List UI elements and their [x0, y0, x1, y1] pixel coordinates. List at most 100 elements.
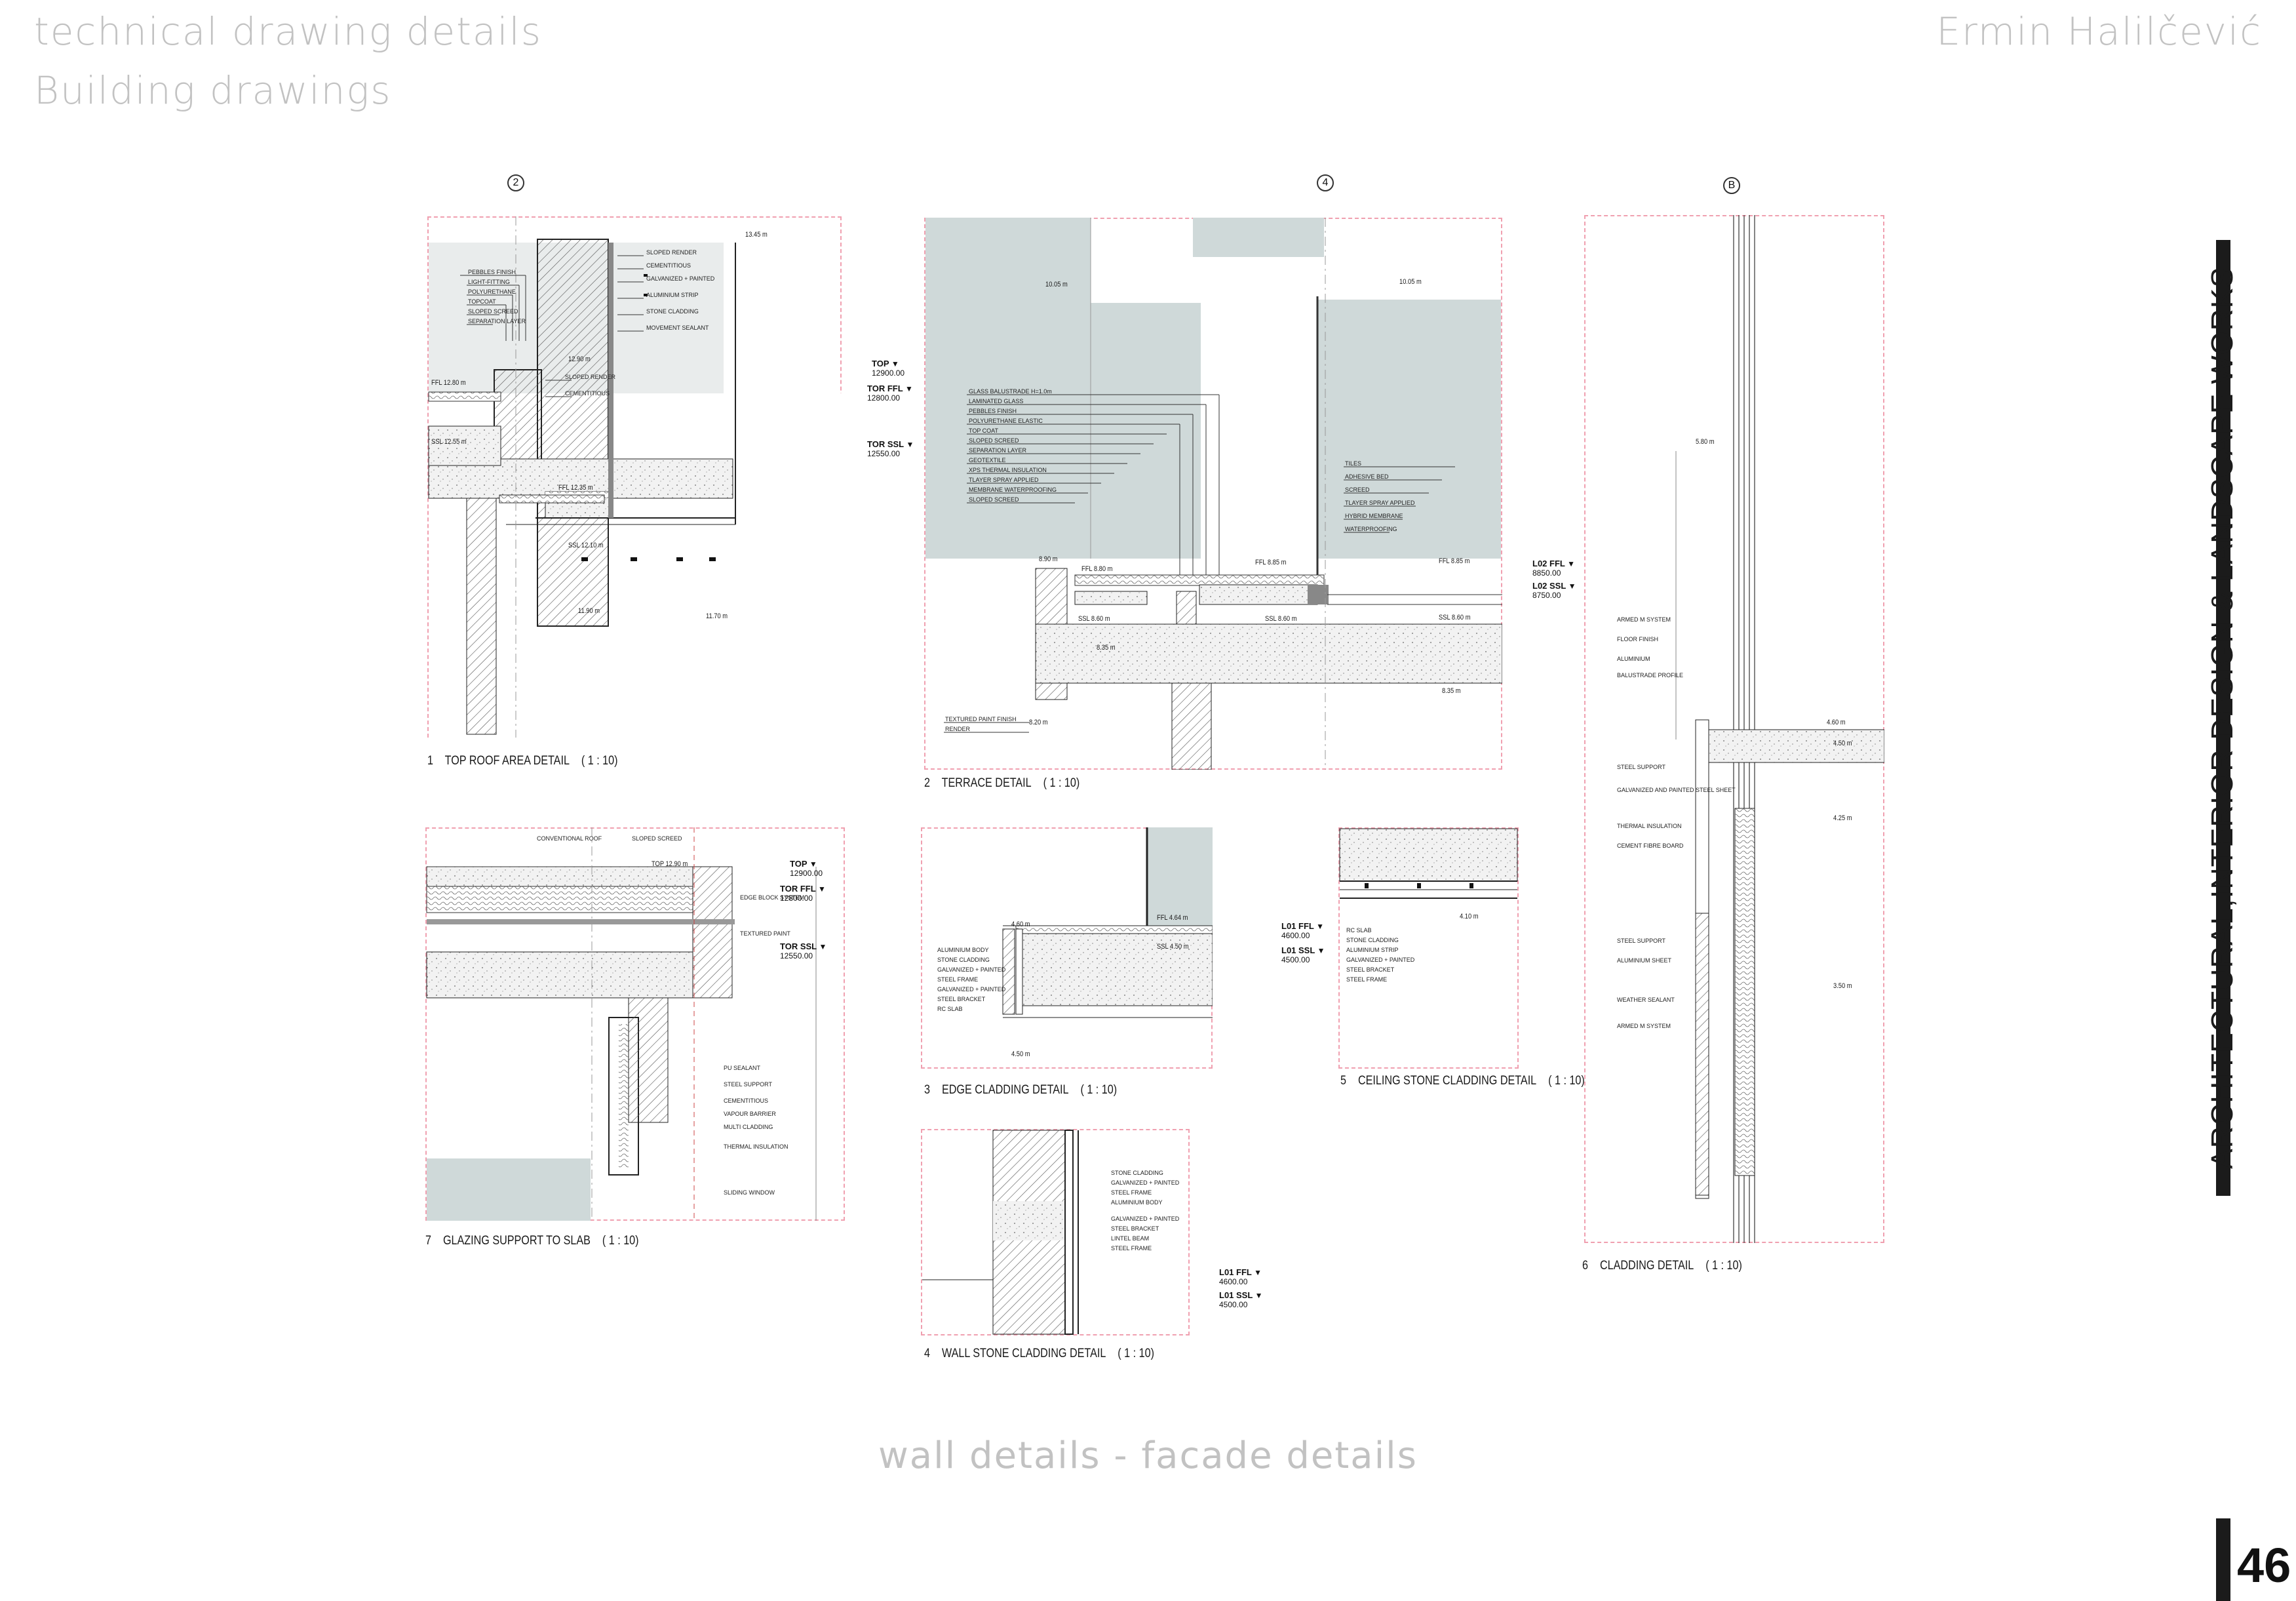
svg-text:GALVANIZED + PAINTED: GALVANIZED + PAINTED	[646, 275, 715, 282]
grid-marker-B: B	[1723, 177, 1740, 194]
detail-number: 3	[924, 1083, 930, 1097]
svg-text:STEEL SUPPORT: STEEL SUPPORT	[724, 1081, 773, 1088]
detail-7-title: 7 GLAZING SUPPORT TO SLAB ( 1 : 10)	[425, 1234, 639, 1248]
svg-text:GALVANIZED + PAINTED: GALVANIZED + PAINTED	[937, 986, 1006, 993]
dim-label: 8.90 m	[1039, 555, 1058, 563]
svg-text:EDGE BLOCK SYSTEM: EDGE BLOCK SYSTEM	[740, 894, 804, 901]
svg-text:BALUSTRADE PROFILE: BALUSTRADE PROFILE	[1617, 672, 1683, 679]
svg-text:FLOOR FINISH: FLOOR FINISH	[1617, 636, 1658, 642]
detail-frame	[1584, 215, 1884, 1243]
dim-label: SSL 8.60 m	[1439, 614, 1471, 622]
svg-text:CEMENTITIOUS: CEMENTITIOUS	[565, 390, 610, 397]
svg-text:TOPCOAT: TOPCOAT	[468, 298, 496, 305]
svg-text:WEATHER SEALANT: WEATHER SEALANT	[1617, 997, 1675, 1003]
detail-2-title: 2 TERRACE DETAIL ( 1 : 10)	[924, 776, 1080, 791]
detail-6-title: 6 CLADDING DETAIL ( 1 : 10)	[1582, 1259, 1742, 1273]
svg-text:ALUMINIUM BODY: ALUMINIUM BODY	[1111, 1199, 1163, 1206]
detail-5-title: 5 CEILING STONE CLADDING DETAIL ( 1 : 10…	[1340, 1074, 1585, 1088]
svg-text:CEMENTITIOUS: CEMENTITIOUS	[646, 262, 691, 269]
dim-label: 10.05 m	[1045, 281, 1068, 288]
dim-label: 4.60 m	[1827, 719, 1846, 726]
svg-text:SLOPED SCREED: SLOPED SCREED	[969, 437, 1019, 444]
detail-4-title: 4 WALL STONE CLADDING DETAIL ( 1 : 10)	[924, 1347, 1154, 1361]
level-top-7: TOP ▼12900.00	[790, 859, 823, 878]
detail-number: 6	[1582, 1259, 1588, 1273]
svg-text:ADHESIVE BED: ADHESIVE BED	[1345, 473, 1389, 480]
level-l02-ssl: L02 SSL ▼8750.00	[1532, 581, 1576, 600]
svg-text:STEEL SUPPORT: STEEL SUPPORT	[1617, 938, 1666, 944]
svg-text:XPS THERMAL INSULATION: XPS THERMAL INSULATION	[969, 467, 1047, 473]
detail-frame	[425, 827, 845, 1221]
dim-label: 8.20 m	[1029, 719, 1048, 726]
svg-text:ALUMINIUM STRIP: ALUMINIUM STRIP	[646, 292, 699, 298]
svg-text:VAPOUR BARRIER: VAPOUR BARRIER	[724, 1111, 776, 1117]
svg-text:STEEL BRACKET: STEEL BRACKET	[937, 996, 986, 1002]
svg-text:MEMBRANE WATERPROOFING: MEMBRANE WATERPROOFING	[969, 486, 1057, 493]
side-title: ARCHITECTURAL,INTERIOR DESIGN & LANDSCAP…	[2205, 266, 2239, 1170]
header-subtopic: Building drawings	[34, 68, 392, 113]
svg-text:SLOPED SCREED: SLOPED SCREED	[969, 496, 1019, 503]
detail-1-title: 1 TOP ROOF AREA DETAIL ( 1 : 10)	[427, 754, 618, 768]
dim-label: FFL 4.64 m	[1157, 914, 1188, 922]
svg-text:HYBRID MEMBRANE: HYBRID MEMBRANE	[1345, 513, 1403, 519]
svg-text:LAMINATED GLASS: LAMINATED GLASS	[969, 398, 1023, 405]
detail-number: 2	[924, 776, 930, 790]
svg-text:TLAYER SPRAY APPLIED: TLAYER SPRAY APPLIED	[969, 477, 1039, 483]
page-caption: wall details - facade details	[878, 1434, 1418, 1477]
detail-3-title: 3 EDGE CLADDING DETAIL ( 1 : 10)	[924, 1083, 1117, 1097]
svg-text:RC SLAB: RC SLAB	[1346, 927, 1372, 934]
dim-label: 4.50 m	[1011, 1050, 1030, 1058]
dim-label: 11.90 m	[578, 607, 600, 615]
svg-text:GLASS BALUSTRADE H=1.0m: GLASS BALUSTRADE H=1.0m	[969, 388, 1052, 395]
svg-text:WATERPROOFING: WATERPROOFING	[1345, 526, 1397, 532]
svg-text:PU SEALANT: PU SEALANT	[724, 1065, 761, 1071]
level-top: TOP ▼12900.00	[872, 359, 905, 378]
level-tor-ssl-7: TOR SSL ▼12550.00	[780, 941, 827, 960]
dim-label: 8.35 m	[1442, 687, 1461, 695]
svg-text:STONE CLADDING: STONE CLADDING	[646, 308, 699, 315]
svg-text:CEMENTITIOUS: CEMENTITIOUS	[724, 1097, 768, 1104]
dim-label: SSL 12.55 m	[431, 438, 467, 446]
svg-text:RENDER: RENDER	[945, 726, 971, 732]
level-l01-ffl-4: L01 FFL ▼4600.00	[1219, 1267, 1262, 1286]
detail-number: 5	[1340, 1074, 1346, 1088]
svg-text:PEBBLES FINISH: PEBBLES FINISH	[969, 408, 1017, 414]
svg-text:ALUMINIUM STRIP: ALUMINIUM STRIP	[1346, 947, 1399, 953]
svg-text:MULTI CLADDING: MULTI CLADDING	[724, 1124, 773, 1130]
svg-text:STEEL BRACKET: STEEL BRACKET	[1346, 966, 1395, 973]
svg-text:TLAYER SPRAY APPLIED: TLAYER SPRAY APPLIED	[1345, 500, 1415, 506]
svg-text:TILES: TILES	[1345, 460, 1361, 467]
svg-text:POLYURETHANE: POLYURETHANE	[468, 288, 516, 295]
svg-text:GALVANIZED + PAINTED: GALVANIZED + PAINTED	[1111, 1216, 1180, 1222]
dim-label: 12.90 m	[568, 355, 591, 363]
header-topic: technical drawing details	[34, 9, 542, 54]
svg-text:STEEL FRAME: STEEL FRAME	[1346, 976, 1387, 983]
detail-title: CLADDING DETAIL	[1599, 1259, 1694, 1273]
detail-title: TERRACE DETAIL	[941, 776, 1032, 790]
dim-label: 4.10 m	[1460, 913, 1479, 920]
svg-text:ALUMINIUM: ALUMINIUM	[1617, 656, 1650, 662]
svg-text:SCREED: SCREED	[1345, 486, 1370, 493]
detail-frame	[1338, 827, 1519, 1069]
dim-label: FFL 12.80 m	[431, 379, 466, 387]
detail-title: WALL STONE CLADDING DETAIL	[941, 1347, 1106, 1360]
detail-scale: ( 1 : 10)	[1118, 1347, 1154, 1360]
level-l01-ffl: L01 FFL ▼4600.00	[1281, 921, 1325, 940]
detail-title: EDGE CLADDING DETAIL	[941, 1083, 1069, 1097]
svg-text:GEOTEXTILE: GEOTEXTILE	[969, 457, 1006, 464]
svg-text:STONE CLADDING: STONE CLADDING	[937, 957, 990, 963]
svg-text:SLOPED RENDER: SLOPED RENDER	[646, 249, 697, 256]
svg-text:TEXTURED PAINT: TEXTURED PAINT	[740, 930, 790, 937]
dim-label: SSL 8.60 m	[1265, 615, 1297, 623]
dim-label: SSL 8.60 m	[1078, 615, 1110, 623]
detail-title: CEILING STONE CLADDING DETAIL	[1357, 1074, 1537, 1088]
side-bar	[2216, 240, 2230, 1196]
